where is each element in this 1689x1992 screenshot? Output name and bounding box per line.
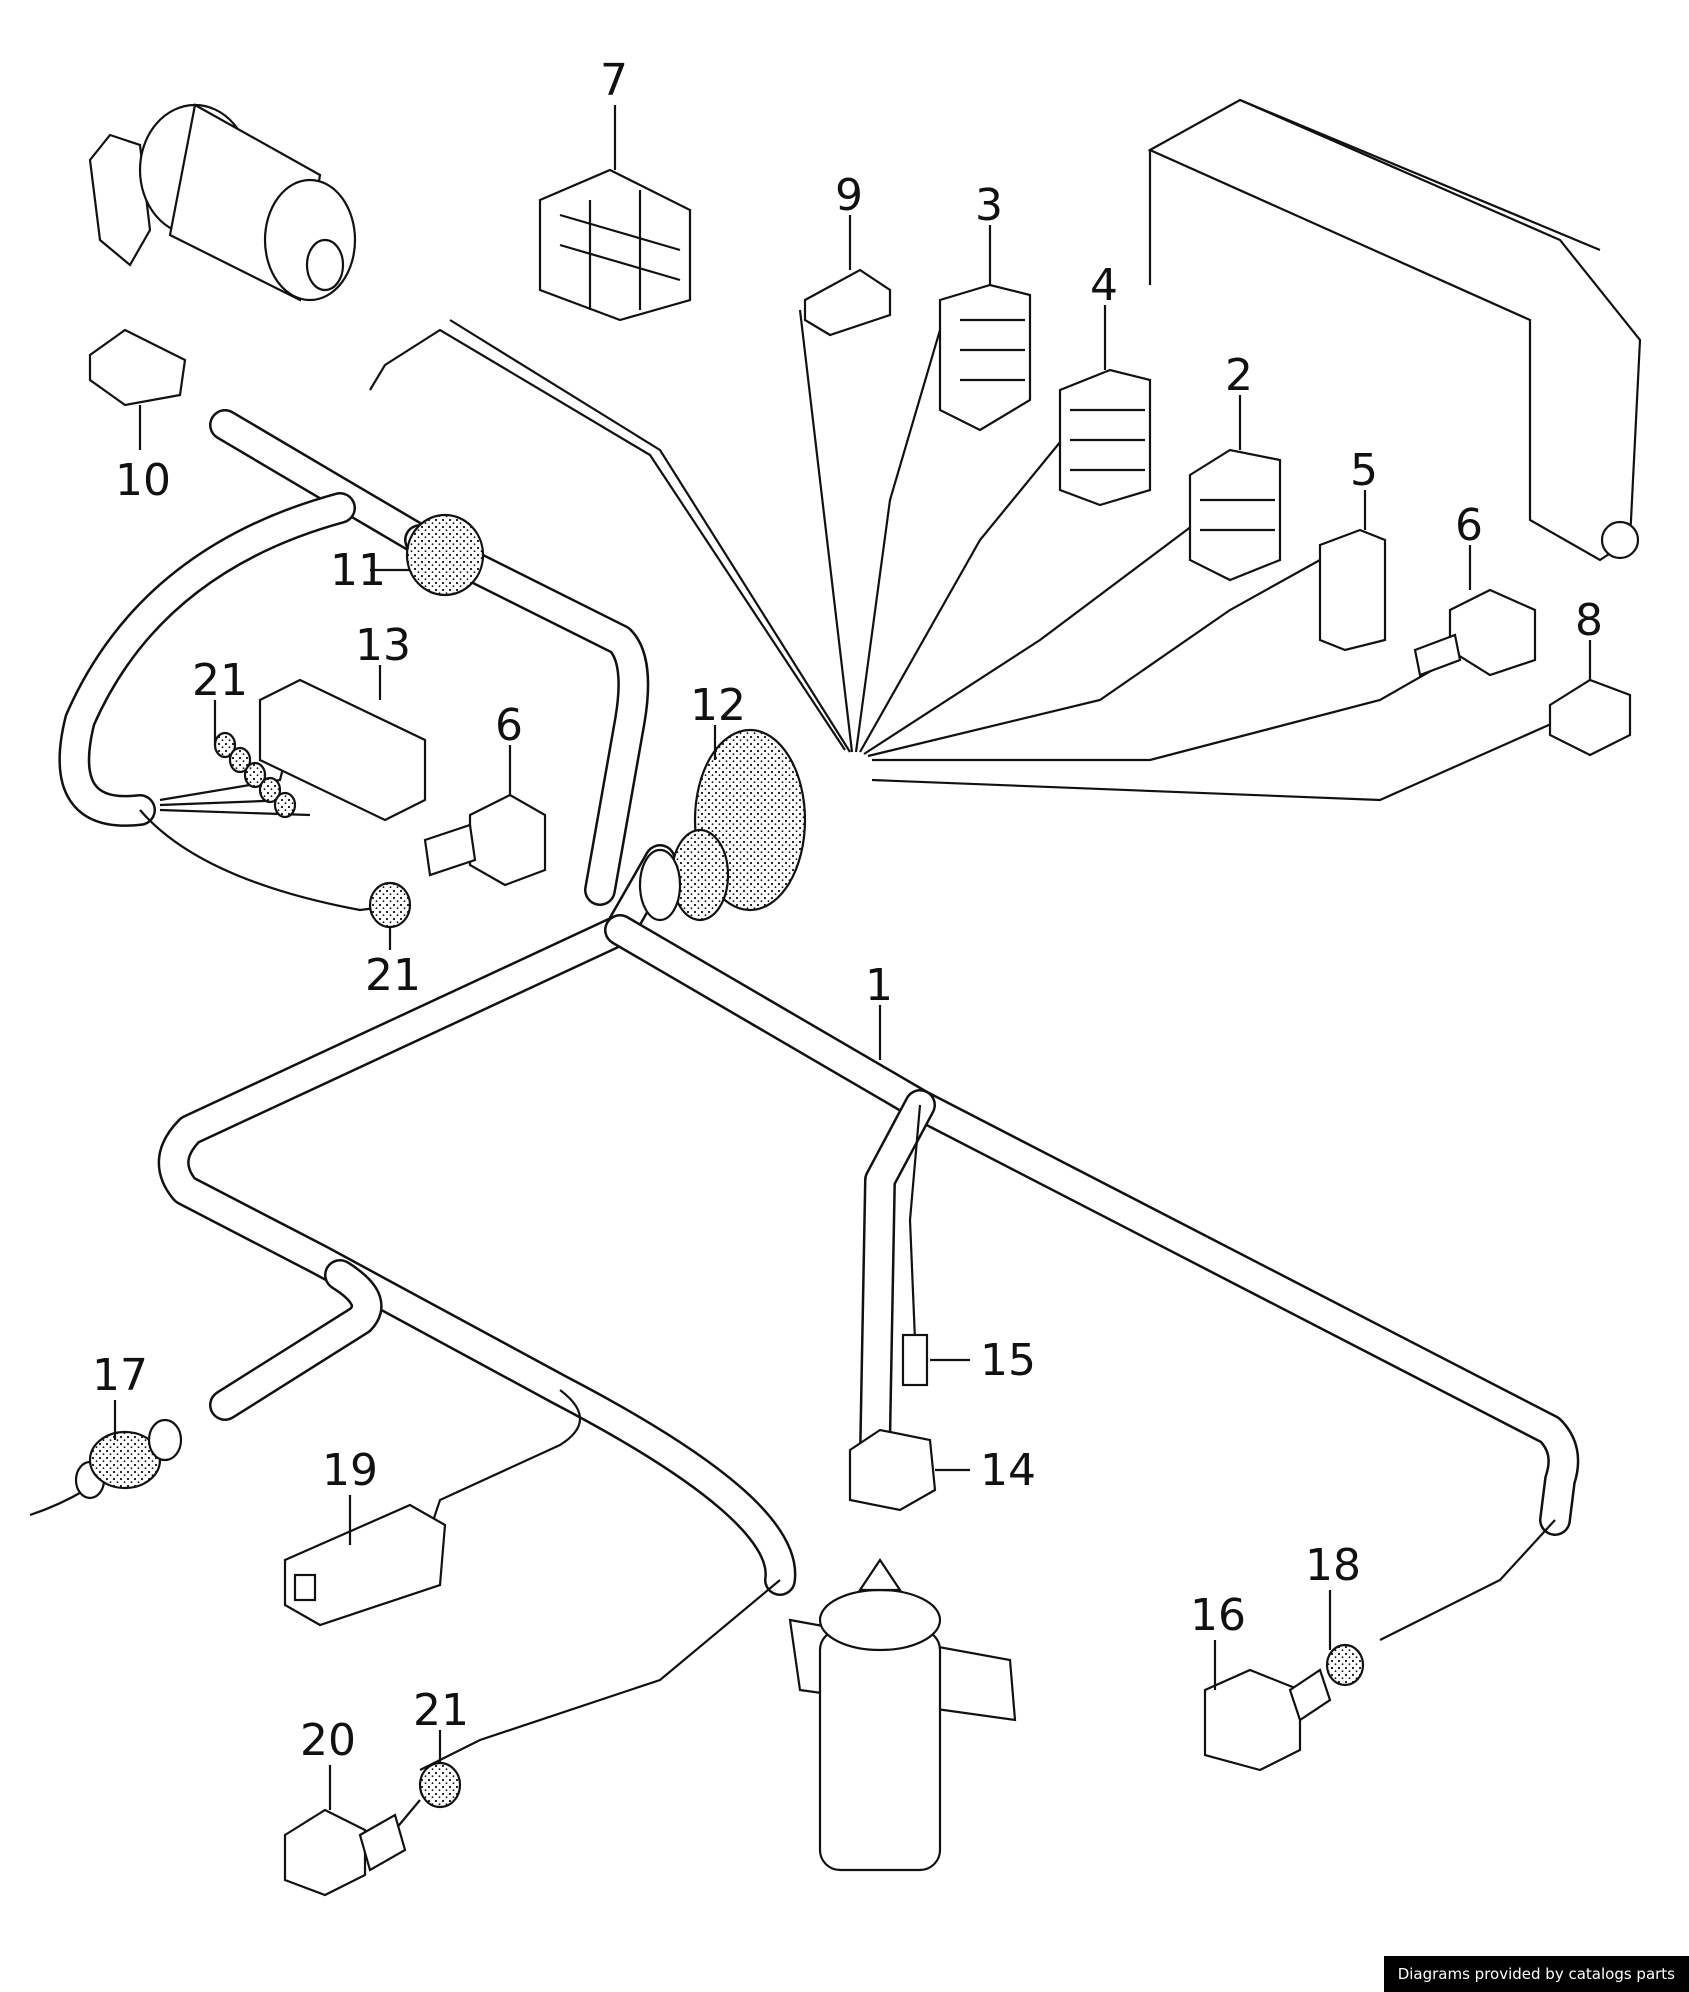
- callout-label: 3: [975, 180, 1003, 231]
- sensor-part-17: [29, 1400, 183, 1517]
- grommet-part-12: [638, 725, 807, 922]
- callout-label: 6: [1455, 500, 1483, 551]
- connector-part-14: [848, 1428, 970, 1512]
- callout-label: 4: [1090, 260, 1118, 311]
- connector-part-3: [938, 225, 1032, 432]
- callout-label: 1: [865, 960, 893, 1011]
- sleeve-part-21-bottom: [418, 1730, 462, 1809]
- callout-numbers: 1 2 3 4 5 6 6 7 8 9 10 11 12 13 14 15 16…: [92, 55, 1603, 1766]
- callout-label: 6: [495, 700, 523, 751]
- callout-label: 5: [1350, 445, 1378, 496]
- ignition-coil-part: [788, 1558, 1017, 1872]
- callout-label: 16: [1190, 1590, 1246, 1641]
- control-box-part: [1147, 98, 1642, 562]
- callout-label: 9: [835, 170, 863, 221]
- callout-label: 20: [300, 1715, 356, 1766]
- main-harness: [58, 409, 1580, 1596]
- harness-wires: [139, 309, 1561, 1831]
- connector-part-5: [1318, 490, 1387, 652]
- callout-label: 21: [365, 950, 421, 1001]
- callout-label: 17: [92, 1350, 148, 1401]
- connector-part-9: [803, 215, 892, 337]
- connector-part-20: [283, 1765, 407, 1897]
- callout-label: 2: [1225, 350, 1253, 401]
- callout-label: 15: [980, 1335, 1036, 1386]
- connector-part-16: [1203, 1640, 1332, 1772]
- sleeve-part-18: [1325, 1590, 1365, 1687]
- connector-part-6-left: [423, 745, 547, 887]
- sleeve-part-21-left: [368, 881, 412, 950]
- connector-part-6-right: [1413, 545, 1537, 677]
- motor-part: [88, 103, 357, 302]
- connector-part-10: [88, 328, 187, 450]
- connector-part-2: [1188, 395, 1282, 582]
- callout-label: 12: [690, 680, 746, 731]
- callout-label: 14: [980, 1445, 1036, 1496]
- callout-label: 21: [192, 655, 248, 706]
- connector-part-13: [213, 665, 427, 822]
- connector-part-8: [1548, 640, 1632, 757]
- credit-badge: Diagrams provided by catalogs parts: [1383, 1956, 1689, 1992]
- connector-part-4: [1058, 305, 1152, 507]
- callout-label: 18: [1305, 1540, 1361, 1591]
- callout-label: 8: [1575, 595, 1603, 646]
- connector-part-7: [538, 105, 692, 322]
- callout-label: 10: [115, 455, 171, 506]
- grommet-part-11: [370, 513, 485, 597]
- callout-label: 11: [330, 545, 386, 596]
- callout-label: 13: [355, 620, 411, 671]
- callout-label: 7: [600, 55, 628, 106]
- connector-part-15: [901, 1333, 970, 1387]
- connector-part-19: [283, 1495, 447, 1627]
- callout-label: 21: [413, 1685, 469, 1736]
- callout-label: 19: [322, 1445, 378, 1496]
